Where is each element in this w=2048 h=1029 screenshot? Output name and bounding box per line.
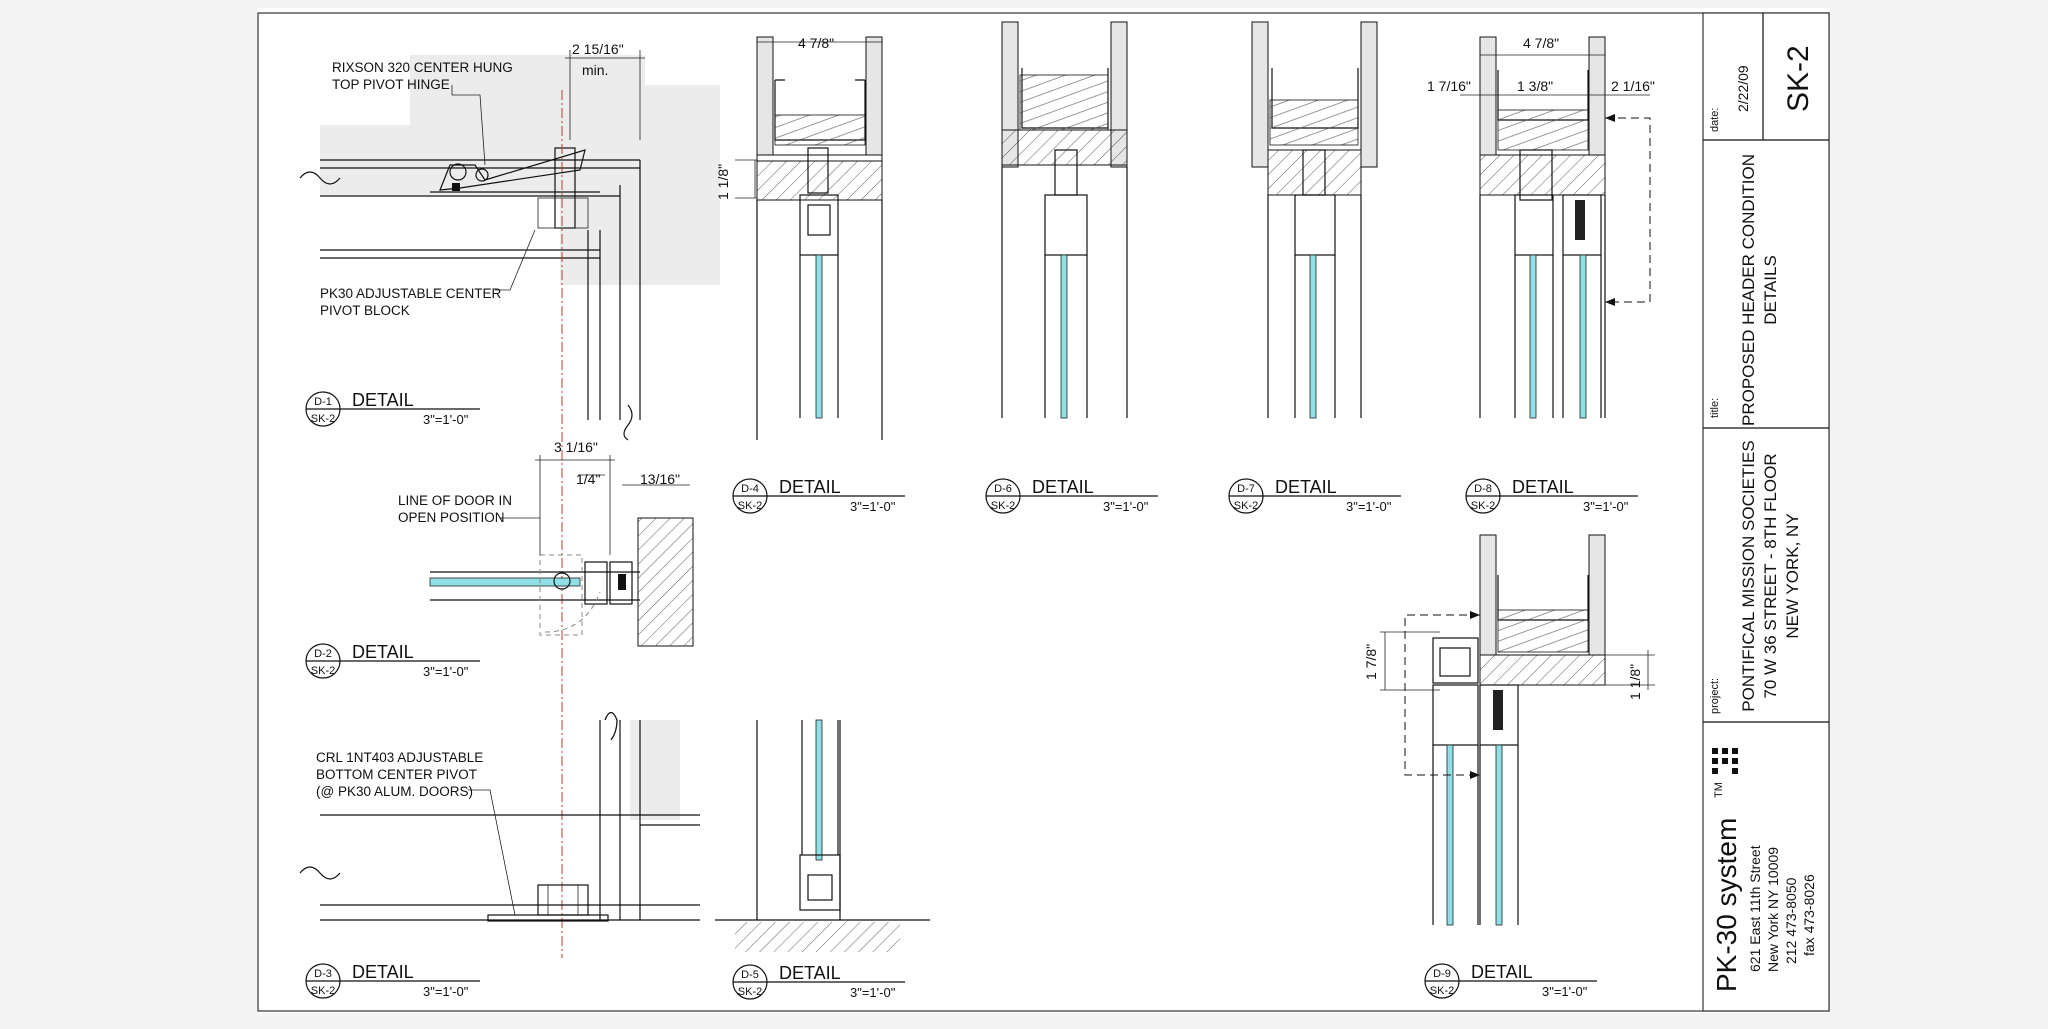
d9-sheet: SK-2 [1430,985,1454,997]
project-line3: NEW YORK, NY [1783,513,1802,638]
detail-d2-drawing [429,455,694,647]
d2-thirteen-dimension: 13/16" [640,471,680,487]
d8-mid-dimension: 1 3/8" [1517,78,1553,94]
d4-sheet: SK-2 [738,500,762,512]
d1-min-dimension: min. [582,62,608,78]
title-line1: PROPOSED HEADER CONDITION [1739,154,1758,426]
d9-id: D-9 [1433,968,1451,980]
d8-width-dimension: 4 7/8" [1523,35,1559,51]
detail-d5-callout: D-5 SK-2 DETAIL 3"=1'-0" [732,963,905,1000]
d9-left-dimension: 1 7/8" [1363,644,1379,680]
d5-label: DETAIL [779,963,841,983]
d7-id: D-7 [1237,483,1255,495]
d7-label: DETAIL [1275,477,1337,497]
d6-label: DETAIL [1032,477,1094,497]
detail-d6-drawing [1001,21,1128,419]
title-label: title: [1709,398,1721,418]
detail-d9-callout: D-9 SK-2 DETAIL 3"=1'-0" [1424,962,1597,999]
title-line2: DETAILS [1761,255,1780,325]
detail-d7-callout: D-7 SK-2 DETAIL 3"=1'-0" [1228,477,1401,514]
d1-sheet: SK-2 [311,413,335,425]
detail-d4-callout: D-4 SK-2 DETAIL 3"=1'-0" [732,477,905,514]
rixson-label-line1: RIXSON 320 CENTER HUNG [332,60,513,75]
project-line2: 70 W 36 STREET - 8TH FLOOR [1761,453,1780,698]
d3-sheet: SK-2 [311,985,335,997]
sheet-date: 2/22/09 [1735,65,1751,112]
detail-d8-drawing [1460,36,1651,419]
d8-id: D-8 [1474,483,1492,495]
address-line2: New York NY 10009 [1765,847,1781,972]
d8-label: DETAIL [1512,477,1574,497]
d9-scale: 3"=1'-0" [1542,984,1588,999]
detail-d3-drawing [299,711,700,922]
project-label: project: [1709,678,1721,714]
rixson-label-line2: TOP PIVOT HINGE [332,77,450,92]
d5-scale: 3"=1'-0" [850,985,896,1000]
company-name: PK-30 system [1711,818,1742,992]
pk30-label-line1: PK30 ADJUSTABLE CENTER [320,286,502,301]
detail-d9-drawing [1380,534,1655,926]
d7-scale: 3"=1'-0" [1346,499,1392,514]
d3-label: DETAIL [352,962,414,982]
d8-sheet: SK-2 [1471,500,1495,512]
d3-id: D-3 [314,968,332,980]
trademark-mark: TM [1713,782,1725,798]
door-label-line2: OPEN POSITION [398,510,505,525]
d5-id: D-5 [741,969,759,981]
d9-right-dimension: 1 1/8" [1627,664,1643,700]
d8-scale: 3"=1'-0" [1583,499,1629,514]
title-block: date: 2/22/09 SK-2 title: PROPOSED HEADE… [1702,12,1830,1012]
d2-width-dimension: 3 1/16" [554,439,598,455]
crl-label-line1: CRL 1NT403 ADJUSTABLE [316,750,483,765]
door-label-line1: LINE OF DOOR IN [398,493,512,508]
detail-d3-callout: D-3 SK-2 DETAIL 3"=1'-0" [305,962,480,999]
detail-d4-drawing [735,36,883,440]
project-line1: PONTIFICAL MISSION SOCIETIES [1739,440,1758,711]
crl-label-line2: BOTTOM CENTER PIVOT [316,767,477,782]
detail-d1-callout: D-1 SK-2 DETAIL 3"=1'-0" [305,390,480,427]
d2-label: DETAIL [352,642,414,662]
d4-width-dimension: 4 7/8" [798,35,834,51]
d4-scale: 3"=1'-0" [850,499,896,514]
d5-sheet: SK-2 [738,986,762,998]
sheet-number: SK-2 [1782,45,1815,112]
d8-left-dimension: 1 7/16" [1427,78,1471,94]
d2-scale: 3"=1'-0" [423,664,469,679]
d1-width-dimension: 2 15/16" [572,41,624,57]
detail-d2-callout: D-2 SK-2 DETAIL 3"=1'-0" [305,642,480,679]
date-label: date: [1709,108,1721,132]
d4-height-dimension: 1 1/8" [715,164,731,200]
d1-id: D-1 [314,396,332,408]
d8-right-dimension: 2 1/16" [1611,78,1655,94]
d4-label: DETAIL [779,477,841,497]
d1-scale: 3"=1'-0" [423,412,469,427]
d2-id: D-2 [314,648,332,660]
detail-d7-drawing [1251,21,1378,419]
detail-d5-drawing [715,719,930,952]
d4-id: D-4 [741,483,759,495]
fax-line: fax 473-8026 [1801,874,1817,956]
d2-quarter-dimension: 1/4" [576,471,600,487]
detail-d6-callout: D-6 SK-2 DETAIL 3"=1'-0" [985,477,1158,514]
d6-id: D-6 [994,483,1012,495]
d2-sheet: SK-2 [311,665,335,677]
detail-d1-drawing [299,50,720,441]
d7-sheet: SK-2 [1234,500,1258,512]
pk30-label-line2: PIVOT BLOCK [320,303,410,318]
d3-scale: 3"=1'-0" [423,984,469,999]
phone-line: 212 473-8050 [1783,877,1799,964]
crl-label-line3: (@ PK30 ALUM. DOORS) [316,784,473,799]
d1-label: DETAIL [352,390,414,410]
address-line1: 621 East 11th Street [1747,845,1763,972]
company-logo [1712,748,1738,774]
d6-sheet: SK-2 [991,500,1015,512]
d9-label: DETAIL [1471,962,1533,982]
detail-d8-callout: D-8 SK-2 DETAIL 3"=1'-0" [1465,477,1638,514]
d6-scale: 3"=1'-0" [1103,499,1149,514]
